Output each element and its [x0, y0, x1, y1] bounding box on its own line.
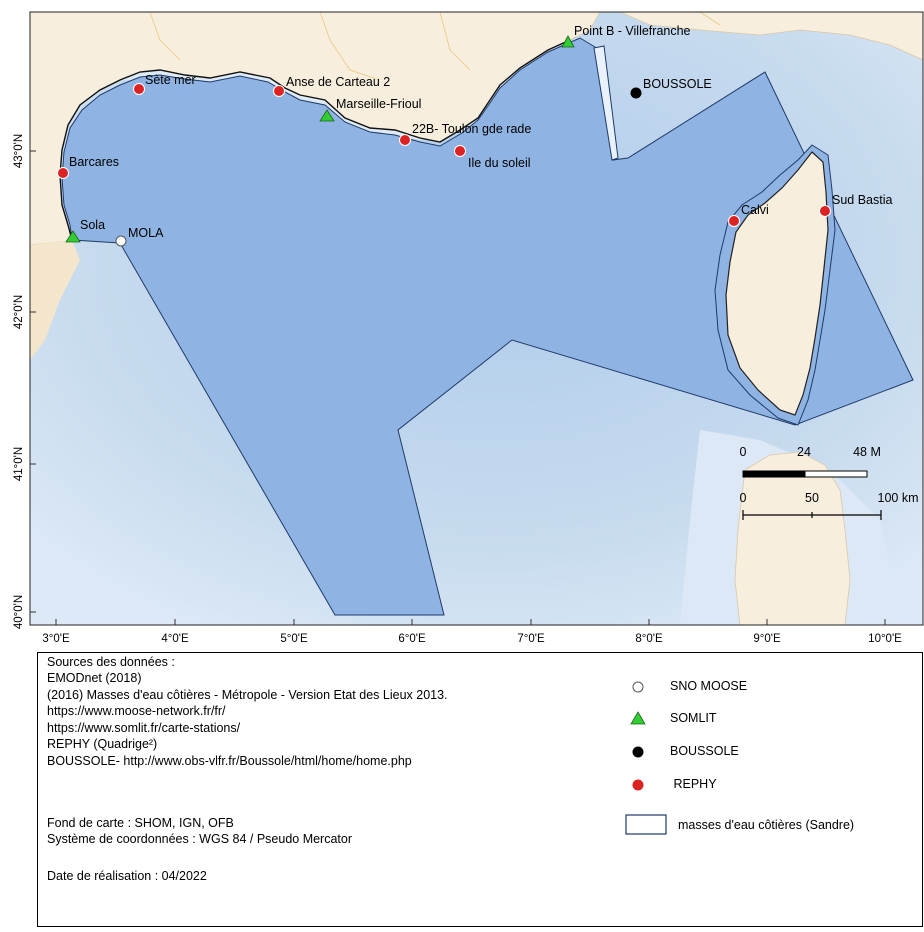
lon-label: 9°0'E: [753, 633, 781, 645]
stations: Point B - Villefranche BOUSSOLE Sète mer…: [57, 24, 893, 247]
rephy-circle-icon[interactable]: [399, 134, 411, 146]
scale-miles-bar-white: [804, 470, 868, 478]
lat-label: 40°0'N: [13, 595, 25, 629]
rephy-circle-icon[interactable]: [819, 205, 831, 217]
corsica-land: [725, 151, 829, 416]
lon-label: 3°0'E: [42, 633, 70, 645]
fond-line: Fond de carte : SHOM, IGN, OFB: [47, 816, 234, 830]
station-label: Sola: [80, 218, 105, 232]
scale-miles-tick: 24: [797, 445, 811, 459]
station-label: Calvi: [741, 203, 769, 217]
legend-label: SNO MOOSE: [670, 679, 748, 693]
black-circle-icon: [632, 746, 644, 758]
rephy-circle-icon[interactable]: [57, 167, 69, 179]
legend-panel: Sources des données : EMODnet (2018) (20…: [37, 652, 923, 927]
latitude-labels: 43°0'N 42°0'N 41°0'N 40°0'N: [13, 134, 25, 629]
rephy-circle-icon[interactable]: [728, 215, 740, 227]
green-triangle-icon: [630, 711, 646, 725]
station-label: 22B- Toulon gde rade: [412, 122, 531, 136]
sardinia-land: [734, 451, 851, 625]
scale-miles-tick: 48 M: [853, 445, 881, 459]
lon-label: 6°0'E: [398, 633, 426, 645]
mainland-coastline: [59, 39, 571, 241]
scale-miles-bar-black: [742, 470, 806, 478]
scale-km-line: [742, 510, 882, 520]
source-line: BOUSSOLE- http://www.obs-vlfr.fr/Boussol…: [47, 754, 412, 768]
fond-line: Système de coordonnées : WGS 84 / Pseudo…: [47, 832, 353, 846]
lon-label: 10°0'E: [868, 633, 902, 645]
longitude-labels: 3°0'E 4°0'E 5°0'E 6°0'E 7°0'E 8°0'E 9°0'…: [42, 633, 902, 645]
red-circle-icon: [632, 779, 644, 791]
white-circle-icon: [632, 681, 644, 693]
source-line: (2016) Masses d'eau côtières - Métropole…: [47, 688, 448, 702]
legend-label: SOMLIT: [670, 711, 717, 725]
lon-label: 4°0'E: [161, 633, 189, 645]
italy-land: [619, 12, 923, 61]
lon-label: 7°0'E: [517, 633, 545, 645]
somlit-triangle-icon[interactable]: [561, 35, 575, 48]
source-line: EMODnet (2018): [47, 671, 142, 685]
lon-label: 5°0'E: [280, 633, 308, 645]
station-label: Sète mer: [145, 73, 196, 87]
source-line: https://www.somlit.fr/carte-stations/: [47, 721, 241, 735]
station-label: Sud Bastia: [832, 193, 893, 207]
somlit-triangle-icon[interactable]: [319, 109, 335, 122]
legend-label: REPHY: [670, 777, 717, 791]
rephy-circle-icon[interactable]: [454, 145, 466, 157]
scale-miles-tick: 0: [740, 445, 747, 459]
scale-bar: 0 24 48 M 0 50 100 km: [740, 445, 919, 520]
station-label: Anse de Carteau 2: [286, 75, 390, 89]
sources-heading: Sources des données :: [47, 655, 175, 669]
lat-label: 41°0'N: [13, 447, 25, 481]
station-label: Ile du soleil: [468, 156, 531, 170]
villefranche-channel: [593, 45, 619, 161]
scale-km-tick: 50: [805, 491, 819, 505]
water-body-box-icon: [625, 814, 667, 835]
source-line: REPHY (Quadrige²): [47, 737, 158, 751]
lat-label: 42°0'N: [13, 295, 25, 329]
map-frame: 43°0'N 42°0'N 41°0'N 40°0'N 3°0'E 4°0'E …: [13, 11, 924, 645]
station-label: BOUSSOLE: [643, 77, 712, 91]
scale-km-tick: 100 km: [878, 491, 919, 505]
station-label: Barcares: [69, 155, 119, 169]
station-label: MOLA: [128, 226, 164, 240]
lat-label: 43°0'N: [13, 134, 25, 168]
legend-label: BOUSSOLE: [670, 744, 739, 758]
station-label: Point B - Villefranche: [574, 24, 691, 38]
map-border: [29, 11, 924, 626]
rephy-circle-icon[interactable]: [133, 83, 145, 95]
spain-land: [30, 240, 80, 360]
station-label: Marseille-Frioul: [336, 97, 421, 111]
source-line: https://www.moose-network.fr/fr/: [47, 704, 226, 718]
lon-label: 8°0'E: [635, 633, 663, 645]
scale-km-tick: 0: [740, 491, 747, 505]
legend-label: masses d'eau côtières (Sandre): [678, 818, 855, 832]
boussole-circle-icon[interactable]: [630, 87, 642, 99]
moose-circle-icon[interactable]: [115, 235, 127, 247]
date-line: Date de réalisation : 04/2022: [47, 869, 207, 883]
rephy-circle-icon[interactable]: [273, 85, 285, 97]
somlit-triangle-icon[interactable]: [65, 230, 81, 243]
